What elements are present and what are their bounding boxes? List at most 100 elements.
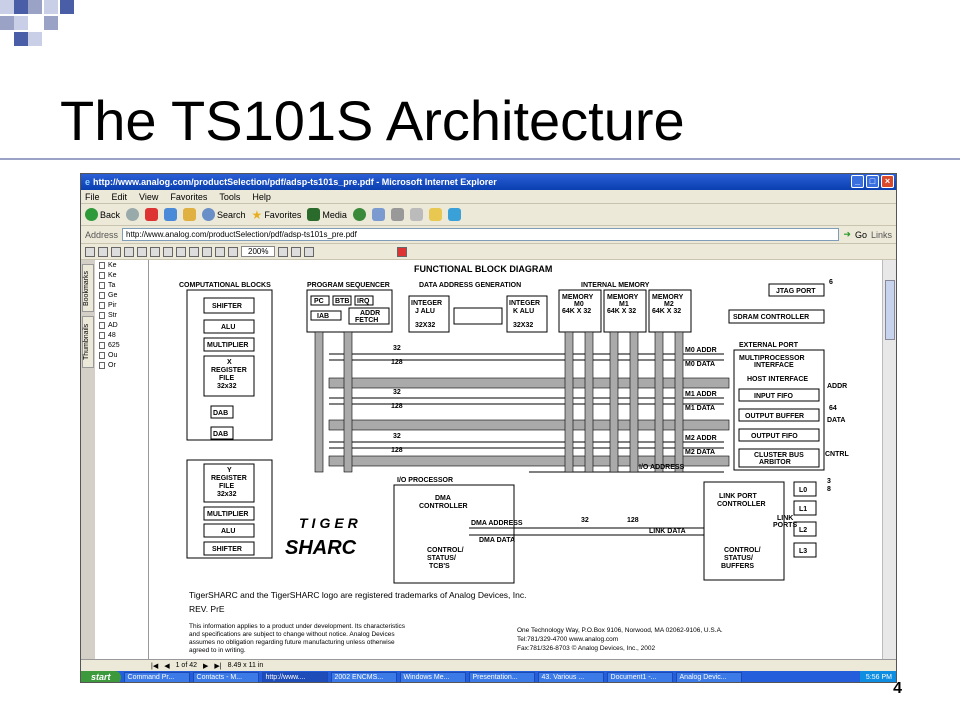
taskbar-item[interactable]: Contacts - M...	[192, 672, 259, 682]
bus-width: 128	[627, 517, 639, 524]
bookmark-item[interactable]: 48	[99, 332, 116, 339]
taskbar-item[interactable]: Command Pr...	[123, 672, 190, 682]
menu-tools[interactable]: Tools	[219, 191, 241, 202]
minimize-button[interactable]: _	[851, 175, 864, 188]
taskbar-item[interactable]: http://www....	[261, 672, 328, 682]
go-button[interactable]: Go	[854, 229, 867, 240]
menu-file[interactable]: File	[85, 191, 100, 202]
maximize-button[interactable]: □	[866, 175, 879, 188]
taskbar-item[interactable]: Windows Me...	[399, 672, 466, 682]
revision-text: REV. PrE	[189, 604, 225, 614]
bookmark-item[interactable]: AD	[99, 322, 118, 329]
history-icon	[352, 208, 366, 221]
bus-width: 32	[581, 517, 589, 524]
stop-button[interactable]	[145, 208, 159, 221]
kregs: 32X32	[513, 322, 533, 329]
home-icon	[183, 208, 197, 221]
menu-view[interactable]: View	[139, 191, 159, 202]
ofifo-label: OUTPUT FIFO	[751, 433, 798, 440]
bookmark-item[interactable]: Or	[99, 362, 116, 369]
address-input[interactable]: http://www.analog.com/productSelection/p…	[122, 228, 840, 241]
zoom-in-icon[interactable]	[215, 246, 225, 257]
kalu-line: INTEGER	[509, 300, 540, 307]
menu-help[interactable]: Help	[252, 191, 271, 202]
favorites-button[interactable]: ★Favorites	[251, 207, 302, 222]
address-bar: Address http://www.analog.com/productSel…	[81, 226, 896, 244]
bookmark-page-icon	[99, 262, 105, 269]
search-button[interactable]: Search	[202, 208, 246, 221]
edit-button[interactable]	[409, 208, 423, 221]
slide-title: The TS101S Architecture	[60, 89, 685, 152]
adobe-icon[interactable]	[397, 246, 408, 257]
select-text-icon[interactable]	[150, 246, 160, 257]
fit-page-icon[interactable]	[278, 246, 289, 257]
dma-ctl-line: CONTROL/	[427, 547, 464, 554]
last-page-icon[interactable]	[202, 246, 212, 257]
menu-edit[interactable]: Edit	[111, 191, 128, 202]
xreg-line: X	[227, 359, 232, 366]
window-title-bar: e http://www.analog.com/productSelection…	[81, 174, 896, 190]
last-page-button[interactable]: ▶|	[214, 662, 222, 670]
bookmark-item[interactable]: Ge	[99, 292, 117, 299]
bookmark-page-icon	[99, 342, 105, 349]
home-button[interactable]	[183, 208, 197, 221]
bus-width: 64	[829, 405, 837, 412]
vertical-scrollbar[interactable]	[882, 260, 896, 659]
messenger-icon	[447, 208, 461, 221]
zoom-out-icon[interactable]	[228, 246, 238, 257]
search-pdf-icon[interactable]	[124, 246, 134, 257]
bus-width: 6	[829, 279, 833, 286]
back-button[interactable]: Back	[85, 208, 120, 221]
multiplier-y: MULTIPLIER	[207, 511, 248, 518]
bookmark-page-icon	[99, 312, 105, 319]
taskbar-item[interactable]: Presentation...	[468, 672, 535, 682]
tab-bookmarks[interactable]: Bookmarks	[82, 264, 94, 312]
scroll-thumb[interactable]	[885, 280, 895, 340]
m1-addr-label: M1 ADDR	[685, 391, 717, 398]
taskbar-item[interactable]: 2002 ENCMS...	[330, 672, 397, 682]
print-button[interactable]	[390, 208, 404, 221]
bookmark-item[interactable]: Ta	[99, 282, 115, 289]
close-button[interactable]: ×	[881, 175, 894, 188]
folder-button[interactable]	[428, 208, 442, 221]
address-line: Fax:781/326-8703 © Analog Devices, Inc.,…	[517, 644, 656, 652]
first-page-icon[interactable]	[163, 246, 173, 257]
refresh-button[interactable]	[164, 208, 178, 221]
mail-button[interactable]	[371, 208, 385, 221]
save-icon[interactable]	[85, 246, 95, 257]
taskbar-item[interactable]: Analog Devic...	[675, 672, 742, 682]
lpc-ctl-line: CONTROL/	[724, 547, 761, 554]
bookmark-item[interactable]: Ke	[99, 272, 117, 279]
prev-page-button[interactable]: ◀	[164, 662, 170, 670]
history-button[interactable]	[352, 208, 366, 221]
forward-button[interactable]	[126, 208, 140, 221]
next-page-icon[interactable]	[189, 246, 199, 257]
page-number: 4	[893, 680, 902, 697]
taskbar-item[interactable]: 43. Various ...	[537, 672, 604, 682]
bookmark-item[interactable]: Str	[99, 312, 117, 319]
media-button[interactable]: Media	[307, 208, 347, 221]
bookmark-item[interactable]: 625	[99, 342, 120, 349]
page-indicator[interactable]: 1 of 42	[175, 662, 198, 669]
bus-width: 128	[391, 447, 403, 454]
menu-favorites[interactable]: Favorites	[170, 191, 208, 202]
hand-tool-icon[interactable]	[137, 246, 147, 257]
bookmark-item[interactable]: Ou	[99, 352, 117, 359]
zoom-select[interactable]: 200%	[241, 246, 276, 257]
messenger-button[interactable]	[447, 208, 461, 221]
email-icon[interactable]	[111, 246, 121, 257]
section-dag: DATA ADDRESS GENERATION	[419, 282, 521, 289]
links-button[interactable]: Links	[870, 229, 892, 240]
bookmark-item[interactable]: Ke	[99, 262, 117, 269]
trademark-text: TigerSHARC and the TigerSHARC logo are r…	[189, 590, 526, 600]
first-page-button[interactable]: |◀	[151, 662, 159, 670]
fit-width-icon[interactable]	[291, 246, 302, 257]
tab-thumbnails[interactable]: Thumbnails	[82, 316, 94, 368]
next-page-button[interactable]: ▶	[203, 662, 209, 670]
prev-page-icon[interactable]	[176, 246, 186, 257]
taskbar-item[interactable]: Document1 -...	[606, 672, 673, 682]
rotate-icon[interactable]	[304, 246, 315, 257]
start-button[interactable]: start	[81, 671, 121, 682]
bookmark-item[interactable]: Pir	[99, 302, 117, 309]
print-pdf-icon[interactable]	[98, 246, 108, 257]
